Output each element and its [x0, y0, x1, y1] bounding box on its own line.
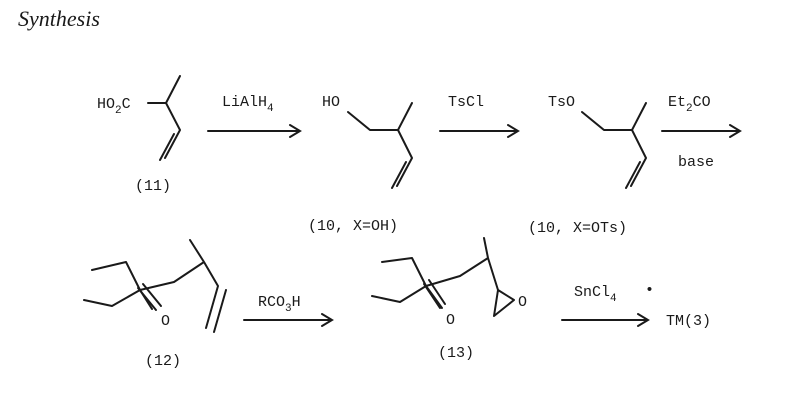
- compound-10-ots: TsO (10, X=OTs): [528, 94, 647, 237]
- compound-10-ots-bonds: [581, 102, 647, 189]
- compound-11: HO2C (11): [97, 75, 181, 195]
- reagent-2: TsCl: [448, 94, 484, 111]
- compound-12-oxygen: O: [161, 313, 170, 330]
- compound-10-oh-bonds: [347, 102, 413, 189]
- reagent-5: SnCl4: [574, 284, 617, 305]
- compound-13: O O (13): [371, 237, 527, 362]
- compound-12-label: (12): [145, 353, 181, 370]
- compound-10-ots-label: (10, X=OTs): [528, 220, 627, 237]
- reagent-3-condition: base: [678, 154, 714, 171]
- compound-13-label: (13): [438, 345, 474, 362]
- compound-13-oxygen: O: [446, 312, 455, 329]
- reaction-arrow-3: Et2CO base: [661, 94, 742, 171]
- compound-10-oh: HO (10, X=OH): [308, 94, 413, 235]
- compound-10-oh-label: (10, X=OH): [308, 218, 398, 235]
- compound-12: O (12): [83, 239, 227, 370]
- compound-13-epoxide-oxygen: O: [518, 294, 527, 311]
- reaction-arrow-1: LiAlH4: [207, 94, 302, 138]
- compound-12-bonds: [83, 239, 227, 333]
- reaction-arrow-4: RCO3H: [243, 294, 334, 327]
- reaction-arrow-5: SnCl4 •: [561, 282, 654, 327]
- compound-11-label: (11): [135, 178, 171, 195]
- compound-11-bonds: [147, 75, 181, 161]
- compound-10-oh-group: HO: [322, 94, 340, 111]
- reaction-arrow-2: TsCl: [439, 94, 520, 138]
- page-title: Synthesis: [18, 6, 100, 31]
- compound-10-ots-group: TsO: [548, 94, 575, 111]
- compound-13-bonds: [371, 237, 515, 317]
- compound-11-group: HO2C: [97, 96, 131, 117]
- ink-mark: •: [645, 282, 654, 299]
- reagent-1: LiAlH4: [222, 94, 274, 115]
- reagent-3: Et2CO: [668, 94, 711, 115]
- target-molecule: TM(3): [666, 313, 711, 330]
- reagent-4: RCO3H: [258, 294, 301, 315]
